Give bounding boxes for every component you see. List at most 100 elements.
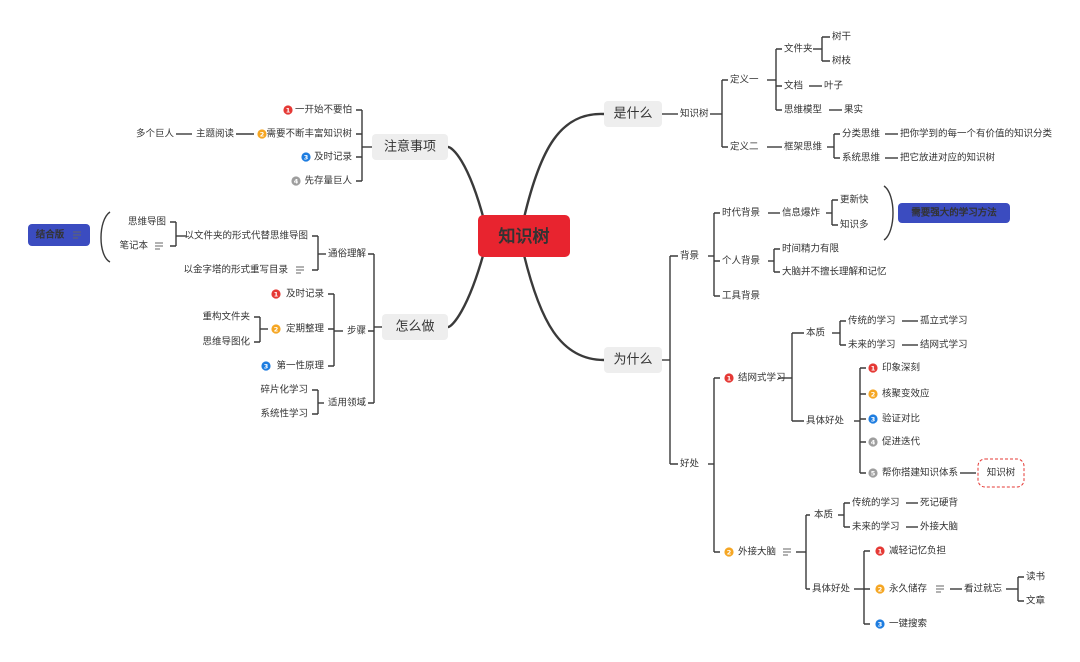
node-fragment[interactable]: 碎片化学习 [260, 384, 308, 396]
node-knowledge-tree[interactable]: 知识树 [680, 108, 709, 120]
node-def2[interactable]: 定义二 [730, 141, 759, 153]
badge-note-n2-number: 2 [260, 130, 265, 138]
node-benefit-b2[interactable]: 核聚变效应 [882, 388, 930, 400]
badge-note-n2 [257, 129, 267, 139]
node-info-explosion[interactable]: 信息爆炸 [782, 207, 821, 219]
node-pyramid[interactable]: 以金字塔的形式重写目录 [183, 264, 288, 276]
node-mind-map[interactable]: 思维导图 [128, 216, 166, 228]
badge-benefit-b3 [868, 414, 878, 424]
node-system-thinking[interactable]: 系统思维 [842, 152, 881, 164]
badge-external-brain-number: 2 [727, 548, 732, 556]
node-note-n4[interactable]: 先存量巨人 [304, 175, 352, 187]
node-systematic[interactable]: 系统性学习 [260, 408, 308, 420]
badge-step-s1-number: 1 [274, 290, 279, 298]
node-era-background[interactable]: 时代背景 [722, 207, 760, 219]
branch-notes-box[interactable] [372, 134, 448, 160]
node-visualize[interactable]: 思维导图化 [202, 336, 250, 348]
node-note-n2[interactable]: 需要不断丰富知识树 [266, 128, 352, 140]
tag-combined[interactable] [28, 224, 90, 246]
node-system-detail[interactable]: 把它放进对应的知识树 [900, 152, 996, 164]
node-classify-thinking[interactable]: 分类思维 [842, 128, 881, 140]
node-traditional2[interactable]: 传统的学习 [852, 497, 900, 509]
branch-what-box[interactable] [604, 101, 662, 127]
node-ext-brain2[interactable]: 外接大脑 [920, 521, 958, 533]
node-fruit[interactable]: 果实 [844, 104, 863, 116]
node-isolated-learning[interactable]: 孤立式学习 [920, 315, 968, 327]
node-framework-thinking[interactable]: 框架思维 [784, 141, 823, 153]
node-note-n1[interactable]: 一开始不要怕 [295, 104, 352, 116]
node-tool-background[interactable]: 工具背景 [722, 290, 760, 302]
node-folder-as-map[interactable]: 以文件夹的形式代替思维导图 [184, 230, 308, 242]
node-future2[interactable]: 未来的学习 [852, 521, 900, 533]
badge-e1-number: 1 [878, 547, 883, 555]
node-many-giants[interactable]: 多个巨人 [136, 128, 175, 140]
node-article[interactable]: 文章 [1026, 595, 1046, 607]
node-net-learning[interactable]: 结网式学习 [920, 339, 968, 351]
node-specific2[interactable]: 具体好处 [812, 583, 851, 595]
node-benefit-b3[interactable]: 验证对比 [882, 413, 920, 425]
node-popular-understanding[interactable]: 通俗理解 [328, 248, 367, 260]
root-node[interactable] [478, 215, 570, 257]
node-knowledge-tree-target[interactable]: 知识树 [987, 467, 1016, 479]
root-label[interactable]: 知识树 [498, 226, 550, 247]
branch-what[interactable]: 是什么 [613, 107, 652, 122]
node-topic-reading[interactable]: 主题阅读 [196, 128, 235, 140]
node-benefit-b4[interactable]: 促进迭代 [882, 436, 921, 448]
node-e2[interactable]: 永久储存 [889, 583, 928, 595]
node-much-knowledge[interactable]: 知识多 [840, 219, 869, 231]
node-restructure[interactable]: 重构文件夹 [202, 311, 250, 323]
badge-benefit-b4 [868, 437, 878, 447]
node-essence2[interactable]: 本质 [814, 509, 834, 521]
badge-e2 [875, 584, 885, 594]
node-essence[interactable]: 本质 [806, 327, 826, 339]
node-leaf[interactable]: 叶子 [824, 81, 844, 92]
node-thinking-model[interactable]: 思维模型 [784, 104, 823, 116]
node-personal-background[interactable]: 个人背景 [722, 255, 760, 267]
node-step-s1[interactable]: 及时记录 [286, 288, 325, 300]
node-structured-learning[interactable]: 结网式学习 [738, 372, 786, 384]
badge-e2-number: 2 [878, 585, 883, 593]
node-notebook[interactable]: 笔记本 [119, 240, 148, 252]
node-traditional-learning[interactable]: 传统的学习 [848, 315, 896, 327]
label-need-method[interactable]: 需要强大的学习方法 [911, 207, 997, 219]
node-benefit-b1[interactable]: 印象深刻 [882, 362, 920, 374]
node-classify-detail[interactable]: 把你学到的每一个有价值的知识分类 [900, 128, 1053, 140]
node-rote[interactable]: 死记硬背 [920, 497, 958, 509]
node-def1[interactable]: 定义一 [730, 74, 759, 86]
node-e1[interactable]: 减轻记忆负担 [889, 545, 947, 557]
badge-structured-learning-number: 1 [727, 374, 732, 382]
node-step-s3[interactable]: 第一性原理 [276, 360, 324, 372]
badge-step-s3-number: 3 [264, 362, 269, 370]
node-forget[interactable]: 看过就忘 [964, 583, 1003, 595]
tag-need-method[interactable] [898, 203, 1010, 223]
node-folder[interactable]: 文件夹 [784, 43, 813, 55]
node-limited-time[interactable]: 时间精力有限 [782, 243, 840, 255]
badge-benefit-b5 [868, 468, 878, 478]
node-note-n3[interactable]: 及时记录 [314, 151, 353, 163]
node-benefits[interactable]: 好处 [680, 458, 700, 470]
branch-how[interactable]: 怎么做 [395, 320, 434, 335]
node-read-book[interactable]: 读书 [1026, 571, 1046, 583]
node-benefit-b5[interactable]: 帮你搭建知识体系 [882, 467, 958, 479]
branch-how-box[interactable] [382, 314, 448, 340]
node-future-learning[interactable]: 未来的学习 [848, 339, 896, 351]
node-external-brain[interactable]: 外接大脑 [738, 546, 776, 558]
node-specific-benefits[interactable]: 具体好处 [806, 415, 845, 427]
node-fast-update[interactable]: 更新快 [840, 194, 869, 206]
label-combined[interactable]: 结合版 [35, 229, 65, 241]
node-domains[interactable]: 适用领域 [328, 397, 367, 409]
node-document[interactable]: 文档 [784, 80, 803, 92]
branch-why[interactable]: 为什么 [613, 353, 652, 368]
node-brain-weak[interactable]: 大脑并不擅长理解和记忆 [782, 266, 887, 278]
node-twig[interactable]: 树枝 [832, 55, 852, 67]
badge-note-n3-number: 3 [304, 153, 309, 161]
badge-note-n1 [283, 105, 293, 115]
node-e3[interactable]: 一键搜索 [889, 618, 927, 630]
branch-why-box[interactable] [604, 347, 662, 373]
branch-notes[interactable]: 注意事项 [384, 139, 436, 155]
node-trunk[interactable]: 树干 [832, 31, 851, 43]
node-step-s2[interactable]: 定期整理 [286, 323, 325, 335]
node-steps[interactable]: 步骤 [347, 326, 366, 337]
badge-note-n4 [291, 176, 301, 186]
node-background[interactable]: 背景 [680, 250, 699, 262]
